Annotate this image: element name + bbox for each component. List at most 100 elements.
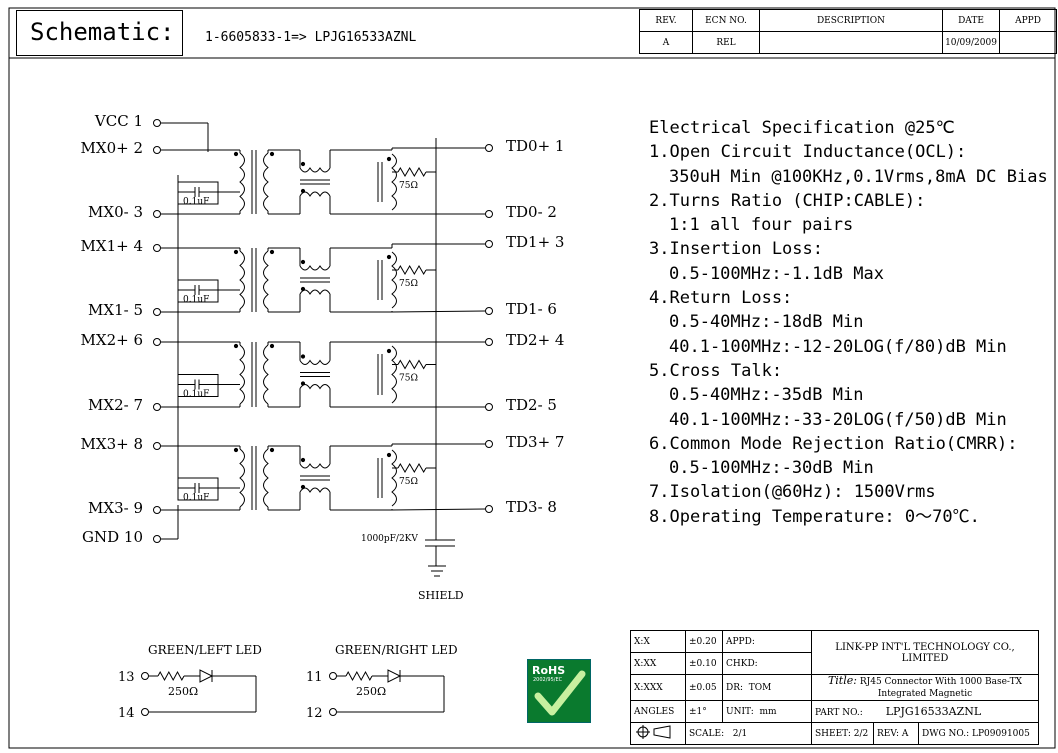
dwg-label: DWG NO.:	[922, 728, 970, 739]
choke-coil	[299, 289, 331, 295]
secondary-coil	[263, 250, 269, 310]
polarity-dot	[300, 381, 306, 386]
polarity-dot	[386, 254, 392, 260]
sheet-border	[8, 7, 1056, 749]
tol-x: X:X	[630, 630, 686, 653]
tol-xx: X:XX	[630, 652, 686, 675]
spec-line: 1:1 all four pairs	[669, 215, 854, 236]
led-resistor	[157, 670, 185, 682]
secondary-coil	[263, 448, 269, 508]
left-pin-terminal	[153, 308, 161, 316]
choke-coil	[299, 384, 331, 390]
right-pin-terminal	[485, 440, 493, 448]
led-pin-terminal	[141, 708, 149, 716]
revision-table: REV. ECN NO. DESCRIPTION DATE APPD A REL…	[639, 9, 1057, 54]
angles-val: ±1°	[685, 700, 723, 723]
scale-cell: SCALE: 2/1	[685, 722, 812, 745]
wire	[391, 310, 486, 313]
part-number-mapping: 1-6605833-1=> LPJG16533AZNL	[205, 30, 417, 45]
led-resistor	[345, 670, 373, 682]
capacitor-label: 0.1uF	[183, 493, 209, 503]
polarity-dot	[233, 249, 239, 255]
capacitor-box	[177, 181, 219, 205]
left-pin-terminal	[153, 338, 161, 346]
right-pin-label: TD2- 5	[506, 396, 557, 414]
unit-label: UNIT:	[726, 706, 754, 717]
cable-coil	[391, 449, 397, 507]
ecn-header: ECN NO.	[692, 9, 760, 32]
title-cell: Title: RJ45 Connector With 1000 Base-TX …	[811, 674, 1039, 701]
polarity-dot	[233, 151, 239, 157]
right-pin-terminal	[485, 210, 493, 218]
sheet-cell: SHEET: 2/2	[811, 722, 874, 745]
secondary-coil	[263, 344, 269, 405]
schematic-title: Schematic:	[30, 18, 175, 46]
title-line2: Integrated Magnetic	[877, 689, 973, 699]
polarity-dot	[386, 156, 392, 162]
polarity-dot	[300, 161, 306, 167]
right-pin-terminal	[485, 505, 493, 513]
description-value	[759, 31, 943, 54]
choke-coil	[299, 191, 331, 197]
choke-coil	[299, 463, 331, 469]
part-no-label: PART NO.:	[815, 708, 863, 718]
tol-xxx-val: ±0.05	[685, 674, 723, 701]
left-led-title: GREEN/LEFT LED	[148, 643, 262, 657]
resistor-label: 75Ω	[399, 374, 418, 384]
spec-line: 40.1-100MHz:-12-20LOG(f/80)dB Min	[669, 336, 1007, 357]
left-pin-terminal	[153, 506, 161, 514]
polarity-dot	[269, 447, 275, 453]
electrical-specification: Electrical Specification @25℃ 1.Open Cir…	[649, 116, 1048, 529]
unit-cell: UNIT: mm	[722, 700, 812, 723]
rev-label: REV:	[877, 728, 899, 739]
polarity-dot	[269, 343, 275, 349]
third-angle-projection-icon	[636, 725, 671, 739]
left-pin-terminal	[153, 244, 161, 252]
left-pin-label: MX2- 7	[88, 396, 143, 414]
tol-x-val: ±0.20	[685, 630, 723, 653]
right-pin-label: TD1+ 3	[506, 233, 565, 251]
spec-line: 0.5-40MHz:-18dB Min	[669, 312, 864, 333]
angles-label: ANGLES	[630, 700, 686, 723]
right-pin-label: TD2+ 4	[506, 331, 565, 349]
capacitor-box	[177, 279, 219, 303]
led-pin-terminal	[141, 672, 149, 680]
date-header: DATE	[942, 9, 1000, 32]
resistor	[397, 463, 427, 473]
right-pin-label: TD1- 6	[506, 300, 557, 318]
title-block: X:X ±0.20 APPD: LINK-PP INT'L TECHNOLOGY…	[630, 630, 1039, 745]
rohs-label: RoHS	[532, 664, 566, 677]
right-led-pin-b-label: 12	[306, 706, 323, 721]
date-value: 10/09/2009	[942, 31, 1000, 54]
company-name: LINK-PP INT'L TECHNOLOGY CO., LIMITED	[811, 630, 1039, 675]
led-diode-icon	[387, 669, 402, 683]
choke-coil	[299, 487, 331, 493]
spec-line: 1.Open Circuit Inductance(OCL):	[649, 142, 967, 163]
capacitor-label: 0.1uF	[183, 390, 209, 400]
spec-line: 3.Insertion Loss:	[649, 239, 823, 260]
tol-xxx: X:XXX	[630, 674, 686, 701]
left-pin-label: MX2+ 6	[80, 331, 143, 349]
sheet-label: SHEET:	[815, 728, 851, 739]
resistor-label: 75Ω	[399, 181, 418, 191]
schematic-title-box	[16, 10, 183, 56]
polarity-dot	[300, 188, 306, 194]
spec-line: 0.5-100MHz:-30dB Min	[669, 458, 874, 479]
left-pin-terminal	[153, 210, 161, 218]
spec-line: 8.Operating Temperature: 0～70℃.	[649, 506, 980, 527]
resistor	[397, 167, 427, 177]
title-line1: RJ45 Connector With 1000 Base-TX	[859, 677, 1023, 687]
resistor	[397, 359, 427, 370]
choke-coil	[299, 167, 331, 173]
checkmark-icon	[534, 670, 586, 716]
spec-line: 40.1-100MHz:-33-20LOG(f/50)dB Min	[669, 409, 1007, 430]
left-pin-label: MX1+ 4	[80, 237, 143, 255]
polarity-dot	[386, 348, 392, 354]
rev-cell: REV: A	[873, 722, 919, 745]
magnetics-circuit: 0.1uF75Ω0.1uF75Ω0.1uF75Ω0.1uF75Ω1000pF/2…	[153, 119, 493, 602]
tol-xx-val: ±0.10	[685, 652, 723, 675]
resistor-label: 75Ω	[399, 477, 418, 487]
projection-symbol-cell	[630, 722, 686, 745]
